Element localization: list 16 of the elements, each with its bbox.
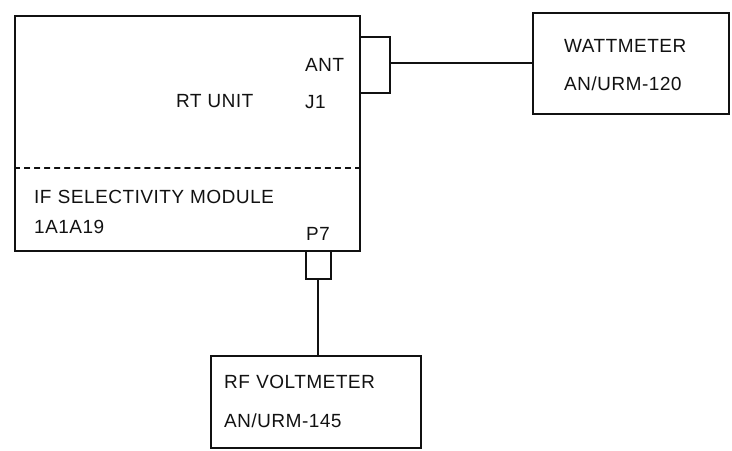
connector-label: ANT J1: [305, 54, 346, 115]
unit-title: RT UNIT: [176, 91, 254, 113]
connector-label: P7: [306, 224, 330, 246]
connector-jack: [305, 251, 332, 280]
unit-box: [14, 15, 361, 252]
instrument-box: [532, 12, 730, 115]
model-number: AN/URM-120: [564, 74, 682, 96]
connecting-line: [317, 280, 319, 355]
instrument-box: [210, 355, 422, 449]
instrument-name: RF VOLTMETER: [224, 372, 376, 394]
instrument-name: WATTMETER: [564, 36, 687, 58]
connecting-line: [391, 62, 532, 64]
connector-jack: [361, 36, 391, 94]
module-designator: 1A1A19: [34, 217, 105, 239]
module-title: IF SELECTIVITY MODULE: [34, 187, 274, 209]
model-number: AN/URM-145: [224, 411, 342, 433]
